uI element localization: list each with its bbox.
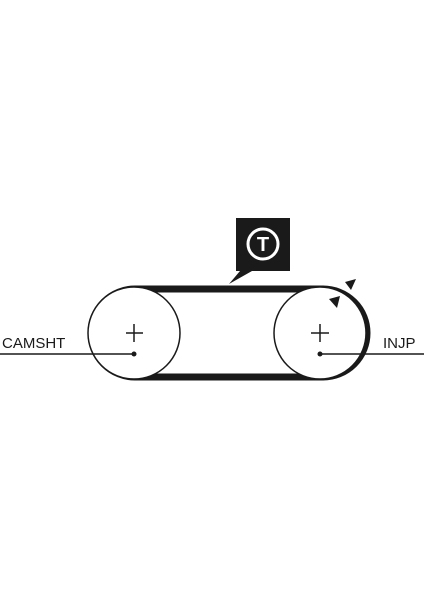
camshaft-pulley	[87, 286, 181, 380]
rotation-arrow-upper	[345, 279, 356, 290]
tensioner-callout-icon: T	[229, 218, 290, 284]
rotation-direction-arrow-icon	[329, 279, 356, 308]
injection-pump-label: INJP	[383, 335, 416, 352]
rotation-arrow-lower	[329, 296, 340, 308]
camshaft-label: CAMSHT	[2, 335, 65, 352]
tensioner-letter: T	[257, 234, 269, 256]
injection-pump-pulley	[273, 286, 367, 380]
tensioner-ring	[246, 227, 280, 261]
